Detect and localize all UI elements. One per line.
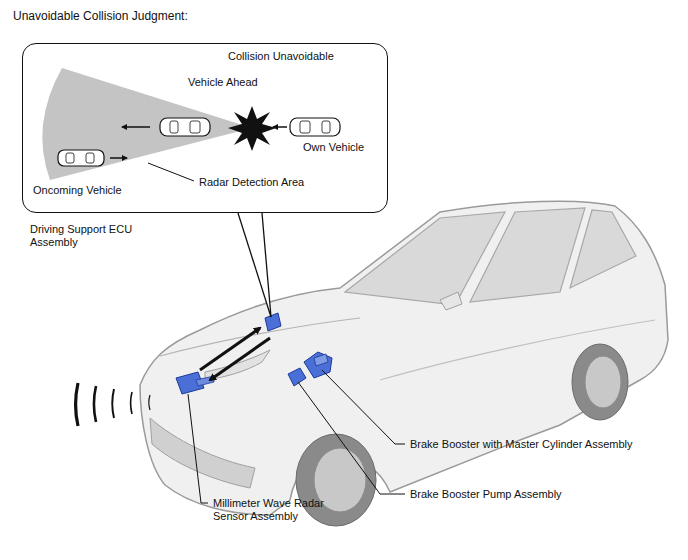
- radar-wave: [76, 383, 78, 426]
- inset-panel: Collision UnavoidableVehicle AheadOwn Ve…: [22, 43, 388, 213]
- motion-arrow: [273, 126, 287, 128]
- radar-wave: [149, 395, 150, 410]
- part-label: Driving Support ECU Assembly: [30, 223, 150, 249]
- hood-line: [160, 318, 360, 356]
- car-window: [300, 121, 310, 133]
- car-window: [86, 153, 94, 163]
- own-vehicle-car: [290, 118, 340, 136]
- callout-tail-edge: [262, 213, 271, 317]
- rear-window: [570, 210, 636, 288]
- inset-ground: [23, 44, 387, 212]
- vehicle-ahead-car: [160, 118, 210, 136]
- radar-wave: [112, 389, 114, 418]
- side-window: [470, 208, 585, 302]
- leader-line: [188, 394, 208, 503]
- front-wheel: [296, 434, 376, 526]
- rear-wheel: [572, 344, 628, 420]
- diagram-title: Unavoidable Collision Judgment:: [13, 9, 188, 23]
- callout-tail: [238, 213, 271, 317]
- inset-label: Collision Unavoidable: [228, 50, 334, 63]
- inset-label: Radar Detection Area: [199, 176, 304, 189]
- car-window: [66, 153, 74, 163]
- booster-body: [304, 352, 332, 378]
- part-label: Brake Booster Pump Assembly: [410, 488, 562, 501]
- ecu-part: [265, 313, 281, 331]
- rear-rim: [585, 356, 621, 408]
- radar-waves: [76, 383, 150, 426]
- radar-part: [176, 372, 214, 394]
- signal-arrow: [200, 328, 260, 370]
- oncoming-vehicle-car: [58, 150, 104, 166]
- car-top: [160, 118, 210, 136]
- mirror: [440, 292, 462, 310]
- car-top: [58, 150, 104, 166]
- motion-arrow: [110, 157, 127, 159]
- radar-wave: [94, 386, 96, 422]
- pump-part: [288, 368, 306, 386]
- car-window: [322, 121, 330, 133]
- signal-arrow: [210, 338, 270, 380]
- master-cylinder: [314, 354, 328, 366]
- inset-label: Oncoming Vehicle: [33, 184, 122, 197]
- leader-line: [322, 370, 405, 444]
- front-grille: [150, 418, 255, 488]
- leader-line: [298, 382, 405, 494]
- motion-arrow: [122, 126, 150, 128]
- car-body: [140, 201, 668, 515]
- collision-burst: [228, 106, 276, 151]
- car-window: [170, 121, 178, 133]
- part-label: Millimeter Wave Radar Sensor Assembly: [213, 497, 339, 523]
- part-label: Brake Booster with Master Cylinder Assem…: [410, 438, 633, 451]
- leader-line: [148, 163, 194, 181]
- brake-booster-part: [304, 352, 332, 378]
- callout-tail-edge: [238, 213, 271, 317]
- car-top: [290, 118, 340, 136]
- car-window: [190, 121, 200, 133]
- radar-wave: [131, 392, 132, 414]
- inset-label: Own Vehicle: [303, 141, 364, 154]
- inset-label: Vehicle Ahead: [188, 76, 258, 89]
